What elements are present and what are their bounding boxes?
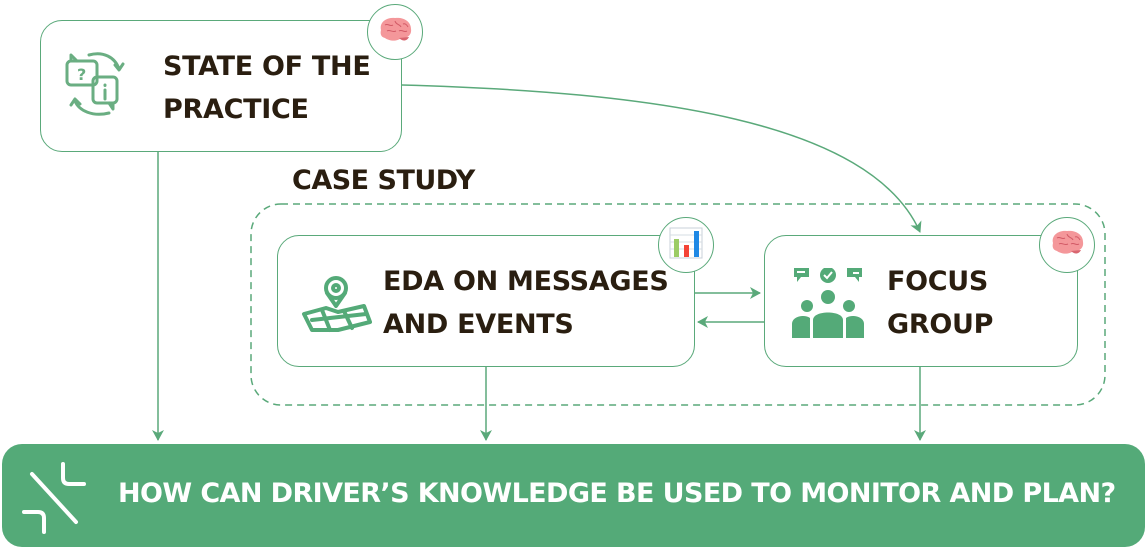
node-focus-group[interactable]: FOCUS GROUP xyxy=(764,235,1078,367)
node-focus-label: FOCUS GROUP xyxy=(887,260,993,346)
merge-arrows-icon xyxy=(20,462,86,538)
brain-icon xyxy=(377,15,413,49)
research-question-text: HOW CAN DRIVER’S KNOWLEDGE BE USED TO MO… xyxy=(118,478,1116,509)
node-focus-line1: FOCUS xyxy=(887,266,989,297)
question-info-exchange-icon: ? xyxy=(63,49,135,125)
bar-chart-icon xyxy=(669,227,703,263)
case-study-title: CASE STUDY xyxy=(292,165,475,196)
node-eda-line2: AND EVENTS xyxy=(383,309,574,340)
node-state-label: STATE OF THE PRACTICE xyxy=(163,45,371,131)
node-focus-line2: GROUP xyxy=(887,309,994,340)
node-eda[interactable]: EDA ON MESSAGES AND EVENTS xyxy=(277,235,695,367)
badge-focus-brain xyxy=(1039,217,1095,273)
node-state-of-practice[interactable]: ? STATE OF THE PRACTICE xyxy=(40,20,402,152)
svg-text:?: ? xyxy=(77,65,86,84)
group-discussion-icon xyxy=(791,267,865,344)
brain-icon xyxy=(1049,228,1085,262)
badge-eda-chart xyxy=(658,217,714,273)
node-state-line2: PRACTICE xyxy=(163,94,309,125)
map-pin-icon xyxy=(298,274,372,340)
node-eda-line1: EDA ON MESSAGES xyxy=(383,266,669,297)
research-question-bar: HOW CAN DRIVER’S KNOWLEDGE BE USED TO MO… xyxy=(2,444,1145,547)
case-study-group-border xyxy=(250,203,1106,406)
node-state-line1: STATE OF THE xyxy=(163,51,371,82)
node-eda-label: EDA ON MESSAGES AND EVENTS xyxy=(383,260,669,346)
badge-state-brain xyxy=(367,4,423,60)
edge-state-to-focus xyxy=(401,84,922,233)
